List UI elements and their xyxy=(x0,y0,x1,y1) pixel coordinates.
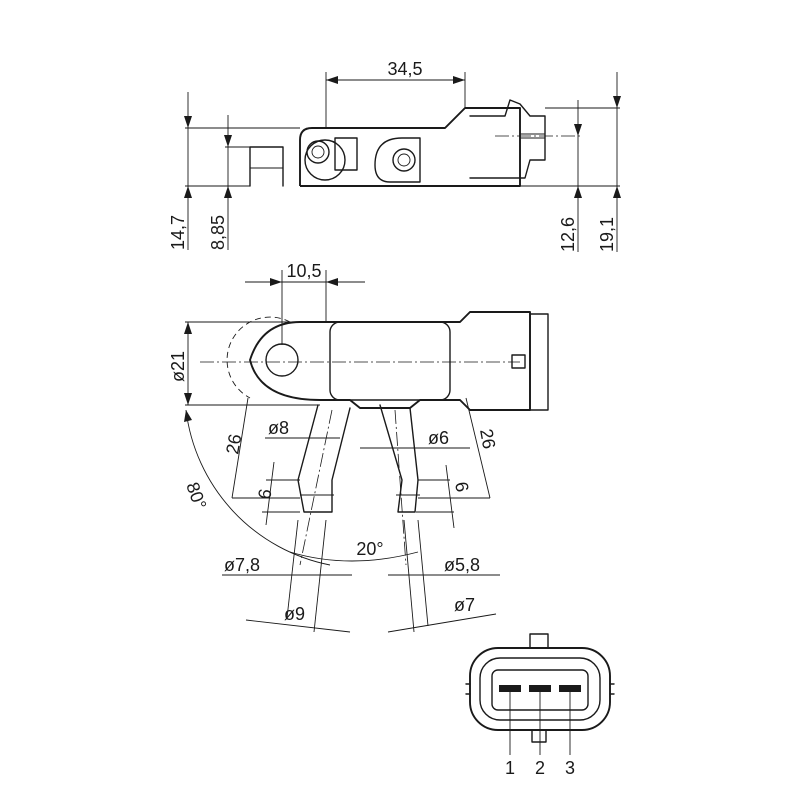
dim-191-arrow-top xyxy=(613,96,621,108)
dim-126-label: 12,6 xyxy=(558,217,578,252)
dim-78-ext-left xyxy=(286,519,299,619)
dim-34-arrow-right xyxy=(453,76,465,84)
dim-58-ext-right xyxy=(417,519,429,627)
dim-9-label: ø9 xyxy=(284,604,305,624)
side-port-left xyxy=(334,137,358,171)
connector-face: 1 2 3 xyxy=(465,633,615,778)
dim-885-label: 8,85 xyxy=(208,215,228,250)
dim-14-arrow-bot xyxy=(184,186,192,198)
dim-80-arc xyxy=(185,409,331,566)
dim-105-label: 10,5 xyxy=(286,261,321,281)
dim-885-arrow-bot xyxy=(224,186,232,198)
top-body-outline xyxy=(249,311,531,411)
connector-pin-label-2: 2 xyxy=(535,758,545,778)
top-port-right-centerline xyxy=(394,409,407,566)
dim-34-arrow-left xyxy=(326,76,338,84)
dim-6-left-line xyxy=(265,461,275,526)
side-connector xyxy=(469,99,546,179)
dim-34-label: 34,5 xyxy=(387,59,422,79)
dim-80-label: 80° xyxy=(182,480,210,512)
dim-6-left-label: 6 xyxy=(254,487,275,500)
dim-7-label: ø7 xyxy=(454,595,475,615)
connector-pin-3 xyxy=(559,685,581,692)
top-view: 10,5 ø21 80° 20° 26 ø8 6 ø6 26 xyxy=(168,261,549,633)
dim-20-label: 20° xyxy=(356,539,383,559)
connector-tab-right xyxy=(609,683,615,695)
dim-885-arrow-top xyxy=(224,135,232,147)
dim-9-line xyxy=(245,619,351,633)
dim-126-arrow-bot xyxy=(574,186,582,198)
dim-6dia-label: ø6 xyxy=(428,428,449,448)
dim-126-arrow-top xyxy=(574,124,582,136)
connector-pin-label-3: 3 xyxy=(565,758,575,778)
side-boss-left-hole xyxy=(306,140,330,164)
top-port-left xyxy=(297,404,351,513)
connector-tab-left xyxy=(465,683,471,695)
connector-pin-label-1: 1 xyxy=(505,758,515,778)
top-mount-hole xyxy=(265,343,299,377)
side-boss-left xyxy=(304,139,346,181)
top-connector-flange xyxy=(529,313,549,411)
top-boss-hidden xyxy=(226,316,291,399)
dim-21-arrow-bot xyxy=(184,393,192,405)
top-connector-key xyxy=(511,354,526,369)
dim-7-line xyxy=(387,613,497,633)
side-boss-right-hole xyxy=(392,148,416,172)
dim-191-arrow-bot xyxy=(613,186,621,198)
dim-8-label: ø8 xyxy=(268,418,289,438)
dim-191-label: 19,1 xyxy=(597,217,617,252)
side-boss-right xyxy=(374,137,421,183)
dim-58-label: ø5,8 xyxy=(444,555,480,575)
connector-key-bottom xyxy=(531,729,547,743)
dim-105-arrow-left xyxy=(270,278,282,286)
dim-6-right-label: 6 xyxy=(451,480,472,493)
dim-26-right-line xyxy=(465,397,491,499)
dim-78-label: ø7,8 xyxy=(224,555,260,575)
connector-pin-1 xyxy=(499,685,521,692)
top-sensor-window xyxy=(329,321,451,401)
dim-20-arc xyxy=(289,551,419,562)
side-boss-left-inner xyxy=(311,145,325,159)
dim-80-arrow-top xyxy=(184,410,192,422)
dim-21-label: ø21 xyxy=(168,351,188,382)
dim-14-label: 14,7 xyxy=(168,215,188,250)
dim-26-right-label: 26 xyxy=(476,427,499,450)
top-port-left-centerline xyxy=(299,409,333,566)
dim-26-left-line xyxy=(231,397,249,499)
dim-78-ext-right xyxy=(313,519,327,633)
dim-14-arrow-top xyxy=(184,116,192,128)
connector-key-top xyxy=(529,633,549,649)
dim-26-left-label: 26 xyxy=(222,432,245,455)
dim-58-ext-left xyxy=(403,519,415,633)
top-port-right xyxy=(379,404,419,513)
connector-pin-2 xyxy=(529,685,551,692)
side-boss-right-inner xyxy=(397,153,411,167)
side-view: 34,5 14,7 8,85 12,6 19,1 xyxy=(168,59,621,252)
dim-105-arrow-right xyxy=(326,278,338,286)
side-body-outline xyxy=(299,107,521,187)
dim-6-right-line xyxy=(445,464,455,529)
dim-21-arrow-top xyxy=(184,322,192,334)
side-mount-tab xyxy=(249,146,284,187)
